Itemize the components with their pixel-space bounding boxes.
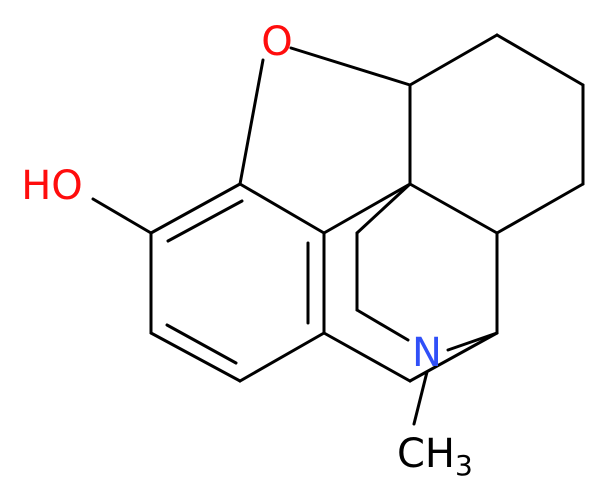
bond-oh	[91, 197, 153, 235]
bond	[238, 331, 326, 383]
bond	[495, 33, 585, 87]
bond	[408, 331, 499, 383]
bond	[149, 331, 242, 383]
nitrogen-atom-label: N	[412, 330, 442, 376]
atom-labels: O HO N CH3	[21, 19, 473, 482]
bond	[355, 182, 412, 235]
bond	[165, 323, 238, 365]
hydroxyl-label: HO	[21, 163, 83, 209]
bond	[355, 308, 410, 342]
methyl-label: CH3	[397, 431, 473, 482]
bond	[149, 182, 242, 235]
bond	[408, 182, 499, 235]
bond	[238, 182, 326, 235]
bond	[495, 182, 585, 235]
bond	[322, 331, 412, 383]
bond	[166, 199, 244, 243]
bonds	[91, 33, 585, 426]
bond-ether	[238, 58, 265, 186]
bond-n-methyl	[412, 370, 429, 426]
bond	[322, 182, 412, 235]
oxygen-atom-label: O	[261, 19, 292, 65]
bond	[408, 33, 499, 87]
bond-ether	[289, 46, 412, 87]
